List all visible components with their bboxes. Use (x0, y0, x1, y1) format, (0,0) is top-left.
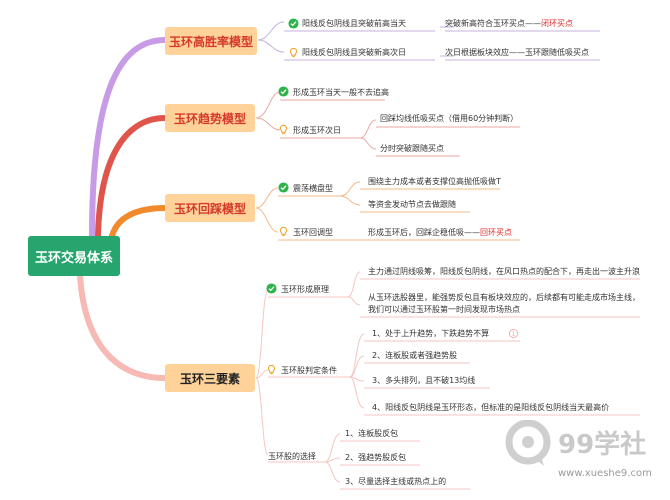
branch1-item1-label: 阳线反包阴线且突破前高当天 (302, 19, 406, 28)
branch1-item2-label: 阳线反包阴线且突破新高次日 (302, 48, 406, 57)
branch2-item2-sub1: 回踩均线低吸买点（借用60分钟判断） (380, 114, 519, 123)
watermark-logo-icon (504, 419, 552, 468)
branch4-item3-sub3: 3、尽量选择主线或热点上的 (345, 477, 447, 486)
bulb-icon (288, 47, 299, 58)
svg-text:1: 1 (512, 332, 516, 338)
bulb-icon (278, 124, 289, 135)
branch4-item2-sub4: 4、阳线反包阴线是玉环形态，但标准的是阳线反包阴线当天最高价 (372, 403, 610, 412)
branch4-item3-sub1: 1、连板股反包 (345, 429, 399, 438)
branch4-item2-label: 玉环股判定条件 (281, 366, 337, 375)
branch3-item2-note-text: 形成玉环后，回踩企稳低吸—— (368, 228, 480, 237)
branch1-item1-note-accent: 闭环买点 (541, 19, 573, 28)
branch3-item2-note: 形成玉环后，回踩企稳低吸——回环买点 (368, 227, 512, 238)
branch4-item3-sub2: 2、强趋势股反包 (345, 453, 407, 462)
connector-branch-2 (95, 115, 168, 239)
check-circle-icon (288, 18, 299, 29)
connector-branch-3 (109, 205, 168, 239)
branch-high-winrate-model[interactable]: 玉环高胜率模型 (165, 27, 257, 55)
info-badge-icon: 1 (508, 328, 519, 339)
branch4-item1-label: 玉环形成原理 (281, 285, 329, 294)
watermark-name: 99学社 (558, 430, 647, 460)
watermark: 99学社 www.xueshe9.com (504, 419, 664, 490)
branch-pullback-model[interactable]: 玉环回踩模型 (165, 194, 255, 222)
branch1-item1-note-text: 突破新高符合玉环买点—— (445, 19, 541, 28)
branch3-item1-label: 震荡横盘型 (293, 184, 333, 193)
branch1-item1-note: 突破新高符合玉环买点——闭环买点 (445, 18, 573, 29)
branch4-item3-label: 玉环股的选择 (268, 452, 316, 461)
watermark-url: www.xueshe9.com (558, 468, 652, 479)
check-circle-icon (278, 182, 289, 193)
branch2-item2-label: 形成玉环次日 (293, 126, 341, 135)
bulb-icon (266, 364, 277, 375)
check-circle-icon (266, 283, 277, 294)
branch4-item1-sub3: 我们可以通过玉环股第一时间发现市场热点 (368, 305, 520, 314)
branch2-item2-sub2: 分时突破跟随买点 (380, 144, 444, 153)
branch2-item1-label: 形成玉环当天一般不去追高 (293, 88, 389, 97)
branch-trend-model[interactable]: 玉环趋势模型 (165, 104, 255, 132)
branch4-item2-sub2: 2、连板股或者强趋势股 (372, 351, 458, 360)
branch3-item2-label: 玉环回调型 (293, 228, 333, 237)
branch4-item1-sub1: 主力通过阴线吸筹，阳线反包阴线，在风口热点的配合下，再走出一波主升浪 (368, 267, 640, 276)
branch3-item1-sub1: 围绕主力成本或者支撑位高抛低吸做T (368, 177, 501, 186)
branch4-item2-sub3: 3、多头排列，且不破13均线 (372, 376, 476, 385)
branch3-item2-note-accent: 回环买点 (480, 228, 512, 237)
branch1-item2-note: 次日根据板块效应——玉环跟随低吸买点 (445, 48, 589, 57)
branch4-item1-sub2: 从玉环选股器里，能强势反包且有板块效应的，后续都有可能走成市场主线， (368, 293, 640, 302)
check-circle-icon (278, 86, 289, 97)
branch3-item1-sub2: 等资金发动节点去做跟随 (368, 200, 456, 209)
branch4-item2-sub1: 1、处于上升趋势，下跌趋势不算 (372, 329, 490, 338)
connector-branch-4 (77, 273, 168, 381)
connector-branch-1 (89, 37, 168, 239)
branch-three-elements[interactable]: 玉环三要素 (165, 364, 255, 392)
bulb-icon (278, 226, 289, 237)
root-node[interactable]: 玉环交易体系 (28, 236, 120, 276)
